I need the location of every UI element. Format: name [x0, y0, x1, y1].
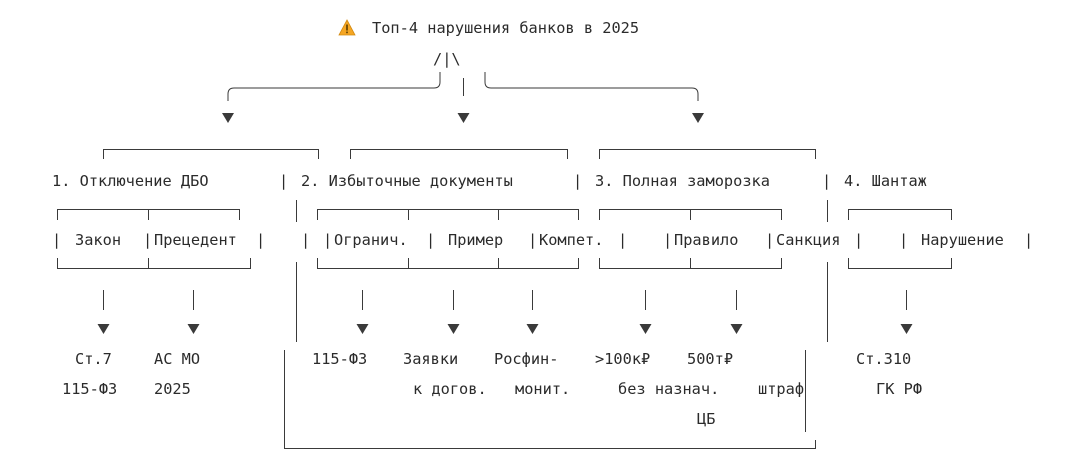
tag-separator: | — [618, 231, 627, 249]
leaf-line: ГК РФ — [876, 380, 922, 398]
category-separator: | — [822, 172, 831, 190]
leaf-line: АС МО — [154, 350, 200, 368]
tag-boxes — [57, 209, 952, 269]
arrow-down-icon — [187, 324, 200, 334]
tag-separator: | — [1024, 231, 1033, 249]
leaf-line: >100к₽ — [595, 350, 650, 368]
arrow-down-icon — [639, 324, 652, 334]
tag-label: Закон — [75, 231, 121, 249]
arrow-down-icon — [356, 324, 369, 334]
category-separator: | — [573, 172, 582, 190]
leaf-line: к догов. — [413, 380, 487, 398]
tag-separator: | — [663, 231, 672, 249]
arrow-down-icon — [447, 324, 460, 334]
category-heading: 3. Полная заморозка — [595, 172, 770, 190]
tag-label: Прецедент — [154, 231, 237, 249]
leaf-line: 115-ФЗ — [62, 380, 117, 398]
leaf-line: без назнач. — [618, 380, 719, 398]
category-heading: 4. Шантаж — [844, 172, 927, 190]
tag-separator: | — [899, 231, 908, 249]
leaf-line: 500т₽ — [687, 350, 733, 368]
leaf-connectors — [97, 290, 913, 334]
arrow-down-icon — [222, 113, 234, 123]
leaf-line: штраф — [758, 380, 804, 398]
leaf-line: Заявки — [403, 350, 458, 368]
tag-separator: | — [854, 231, 863, 249]
leaf-line: Ст.310 — [856, 350, 911, 368]
warning-icon — [338, 19, 356, 36]
category-separator: | — [279, 172, 288, 190]
tag-label: Компет. — [539, 231, 603, 249]
category-dividers — [284, 200, 828, 449]
category-heading: 1. Отключение ДБО — [52, 172, 209, 190]
tag-separator: | — [426, 231, 435, 249]
leaf-line: 2025 — [154, 380, 191, 398]
root-branch-glyph: /|\ — [433, 50, 461, 68]
diagram-title: Топ-4 нарушения банков в 2025 — [372, 19, 639, 37]
arrow-down-icon — [730, 324, 743, 334]
arrow-down-icon — [457, 113, 470, 123]
tag-label: Правило — [674, 231, 738, 249]
tag-separator: | — [528, 231, 537, 249]
tag-separator: | — [52, 231, 61, 249]
tag-separator: | — [765, 231, 774, 249]
tag-separator: | — [256, 231, 265, 249]
arrow-down-icon — [900, 324, 913, 334]
leaf-line: Росфин- — [494, 350, 558, 368]
category-heading: 2. Избыточные документы — [301, 172, 513, 190]
tag-separator: | — [301, 231, 310, 249]
tag-label: Пример — [448, 231, 503, 249]
tag-label: Санкция — [776, 231, 840, 249]
leaf-line: 115-ФЗ — [312, 350, 367, 368]
tag-separator: | — [323, 231, 332, 249]
leaf-line: Ст.7 — [75, 350, 112, 368]
arrow-down-icon — [692, 113, 704, 123]
leaf-line: монит. — [515, 380, 570, 398]
tag-label: Нарушение — [921, 231, 1004, 249]
tag-separator: | — [143, 231, 152, 249]
tag-label: Огранич. — [334, 231, 408, 249]
heading-brackets — [103, 149, 816, 159]
arrow-down-icon — [526, 324, 539, 334]
leaf-line: ЦБ — [697, 410, 715, 428]
root-connectors — [222, 72, 704, 123]
arrow-down-icon — [97, 324, 110, 334]
